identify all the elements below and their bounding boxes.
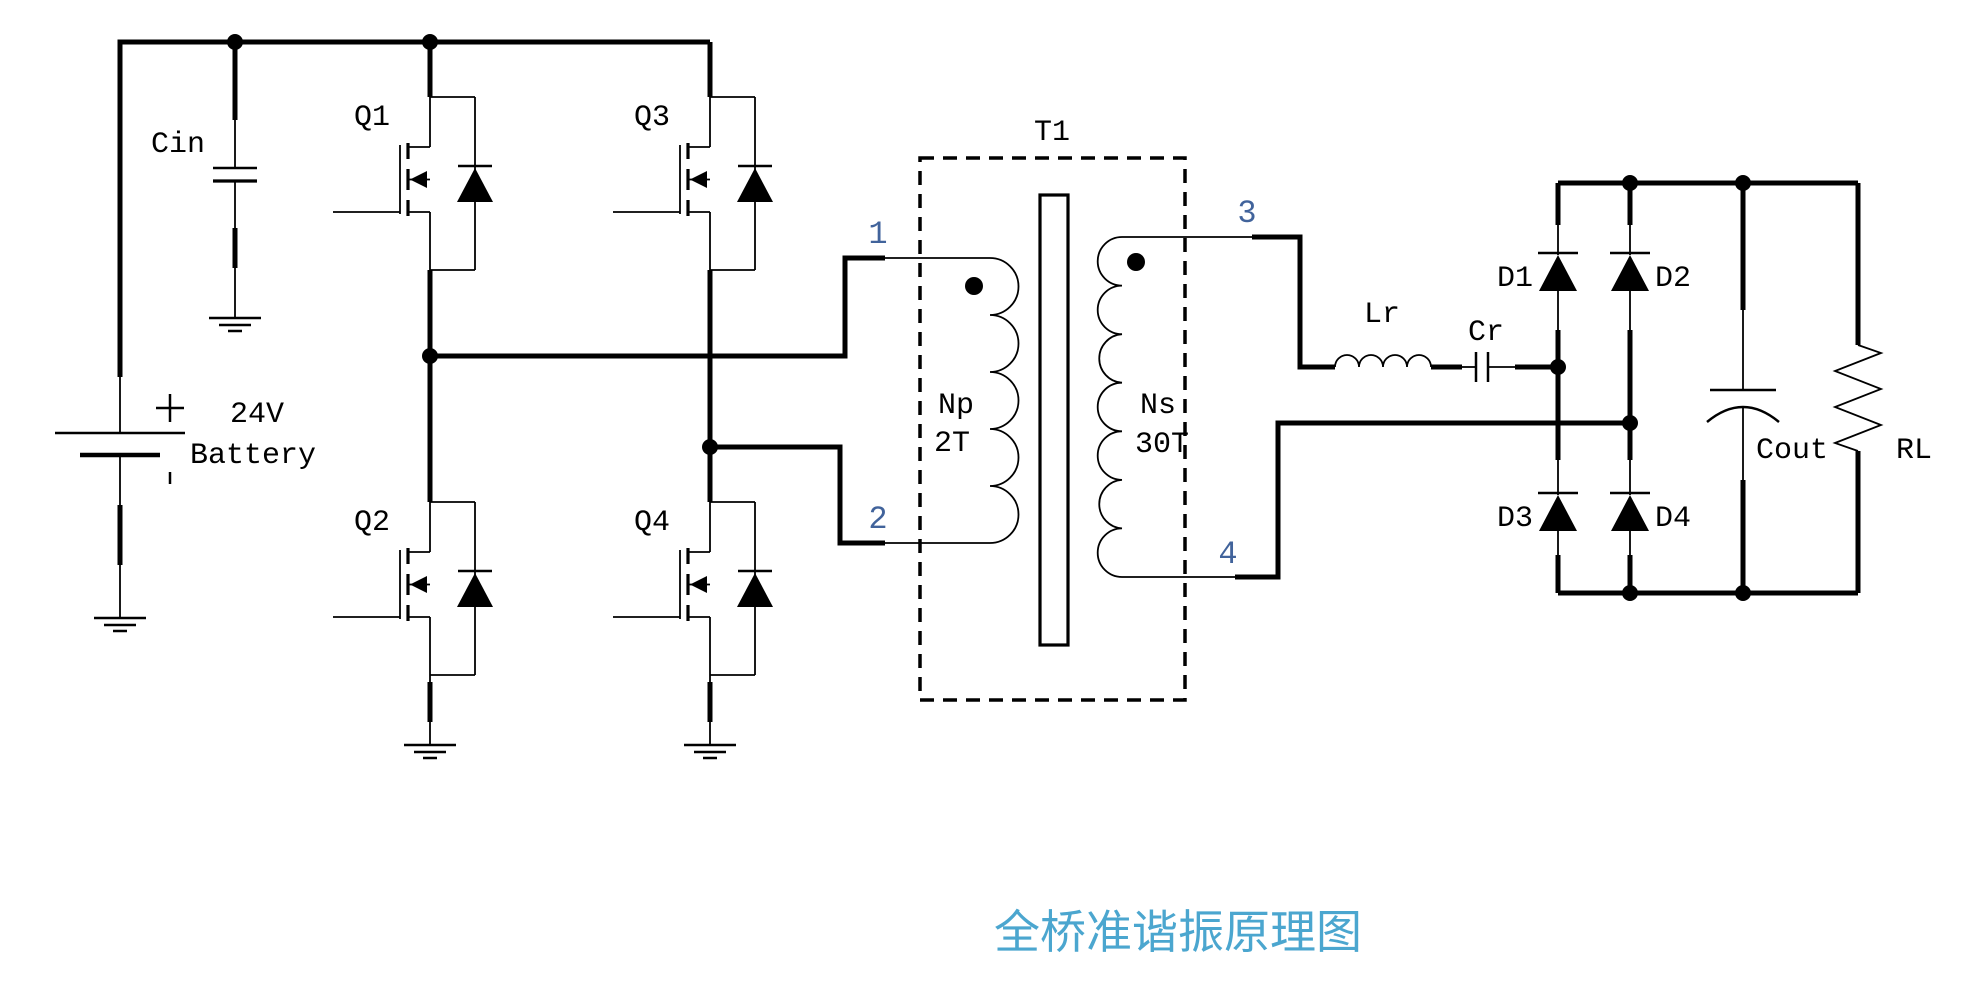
inductor-icon bbox=[1334, 354, 1432, 368]
junction-dot bbox=[227, 34, 243, 50]
mosfet-q2: Q2 bbox=[331, 356, 495, 760]
junction-dot bbox=[1735, 175, 1751, 191]
t1-label: T1 bbox=[1034, 116, 1070, 150]
transformer-core bbox=[1038, 193, 1070, 647]
junction-dots bbox=[227, 34, 1751, 601]
d4-label: D4 bbox=[1655, 502, 1691, 536]
pin3-number: 3 bbox=[1237, 195, 1256, 232]
q1-label: Q1 bbox=[354, 101, 390, 135]
rectifier-bridge: D1 D3 D2 D4 bbox=[1497, 180, 1858, 596]
q4-label: Q4 bbox=[634, 506, 670, 540]
pin4-bus bbox=[1235, 420, 1630, 580]
junction-dot bbox=[1550, 359, 1566, 375]
q2-label: Q2 bbox=[354, 506, 390, 540]
primary-turns-label: 2T bbox=[934, 427, 970, 461]
q3-label: Q3 bbox=[634, 101, 670, 135]
mosfet-q1: Q1 bbox=[331, 42, 495, 356]
transformer-t1: T1 Np 2T Ns 30T bbox=[918, 116, 1189, 702]
secondary-turns-label: 30T bbox=[1135, 428, 1189, 462]
secondary-connections: 3 4 bbox=[1122, 195, 1630, 580]
junction-dot bbox=[1622, 415, 1638, 431]
output-capacitor-cout: Cout bbox=[1706, 183, 1828, 593]
input-source: 24V Battery bbox=[55, 39, 710, 633]
primary-winding-label: Np bbox=[938, 389, 974, 423]
pin3-bus bbox=[1252, 234, 1335, 370]
junction-dot bbox=[1735, 585, 1751, 601]
cout-label: Cout bbox=[1756, 434, 1828, 468]
load-resistor-rl: RL bbox=[1832, 183, 1932, 593]
phase-a-wire bbox=[430, 255, 885, 359]
primary-winding-icon bbox=[989, 257, 1020, 544]
junction-dot bbox=[1622, 585, 1638, 601]
secondary-polarity-dot bbox=[1127, 253, 1145, 271]
cin-label: Cin bbox=[151, 128, 205, 162]
d2-label: D2 bbox=[1655, 262, 1691, 296]
junction-dot bbox=[422, 34, 438, 50]
cr-label: Cr bbox=[1468, 316, 1504, 350]
transformer-boundary-box bbox=[918, 156, 1187, 702]
battery-name-label: Battery bbox=[190, 439, 316, 473]
pin2-number: 2 bbox=[868, 501, 887, 538]
pin4-number: 4 bbox=[1218, 536, 1237, 573]
junction-dot bbox=[1622, 175, 1638, 191]
rl-label: RL bbox=[1896, 434, 1932, 468]
d1-label: D1 bbox=[1497, 262, 1533, 296]
junction-dot bbox=[422, 348, 438, 364]
mosfet-q4: Q4 bbox=[611, 447, 775, 760]
secondary-winding-icon bbox=[1096, 236, 1123, 578]
pin1-number: 1 bbox=[868, 216, 887, 253]
primary-connections: 1 2 bbox=[430, 216, 990, 546]
junction-dot bbox=[702, 439, 718, 455]
resistor-icon bbox=[1832, 344, 1884, 452]
primary-polarity-dot bbox=[965, 277, 983, 295]
input-capacitor-cin: Cin bbox=[151, 42, 263, 333]
d3-label: D3 bbox=[1497, 502, 1533, 536]
battery-voltage-label: 24V bbox=[230, 398, 284, 432]
capacitor-curved-plate bbox=[1706, 405, 1780, 423]
secondary-winding-label: Ns bbox=[1140, 389, 1176, 423]
page-title: 全桥准谐振原理图 bbox=[994, 905, 1362, 959]
top-rail bbox=[117, 39, 710, 377]
lr-label: Lr bbox=[1364, 298, 1400, 332]
resonant-inductor-lr: Lr bbox=[1334, 298, 1462, 370]
phase-b-wire bbox=[710, 444, 885, 546]
